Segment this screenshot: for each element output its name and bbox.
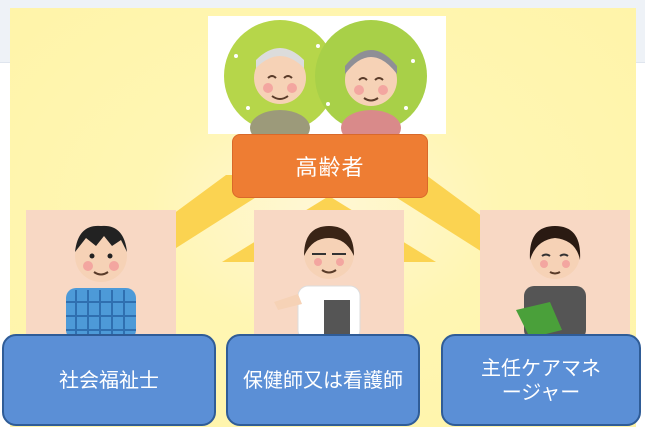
role-label: 保健師又は看護師 [243,368,403,392]
role-nurse: 保健師又は看護師 [226,334,420,426]
role-care-manager: 主任ケアマネージャー [441,334,641,426]
nurse-icon [254,210,404,340]
role-label: 主任ケアマネージャー [481,356,601,404]
role-social-worker: 社会福祉士 [2,334,216,426]
social-worker-icon [26,210,176,340]
elderly-couple-icon [208,16,446,146]
care-manager-icon [480,210,630,340]
role-label: 社会福祉士 [59,368,159,392]
elderly-hub-label: 高齢者 [232,134,428,198]
